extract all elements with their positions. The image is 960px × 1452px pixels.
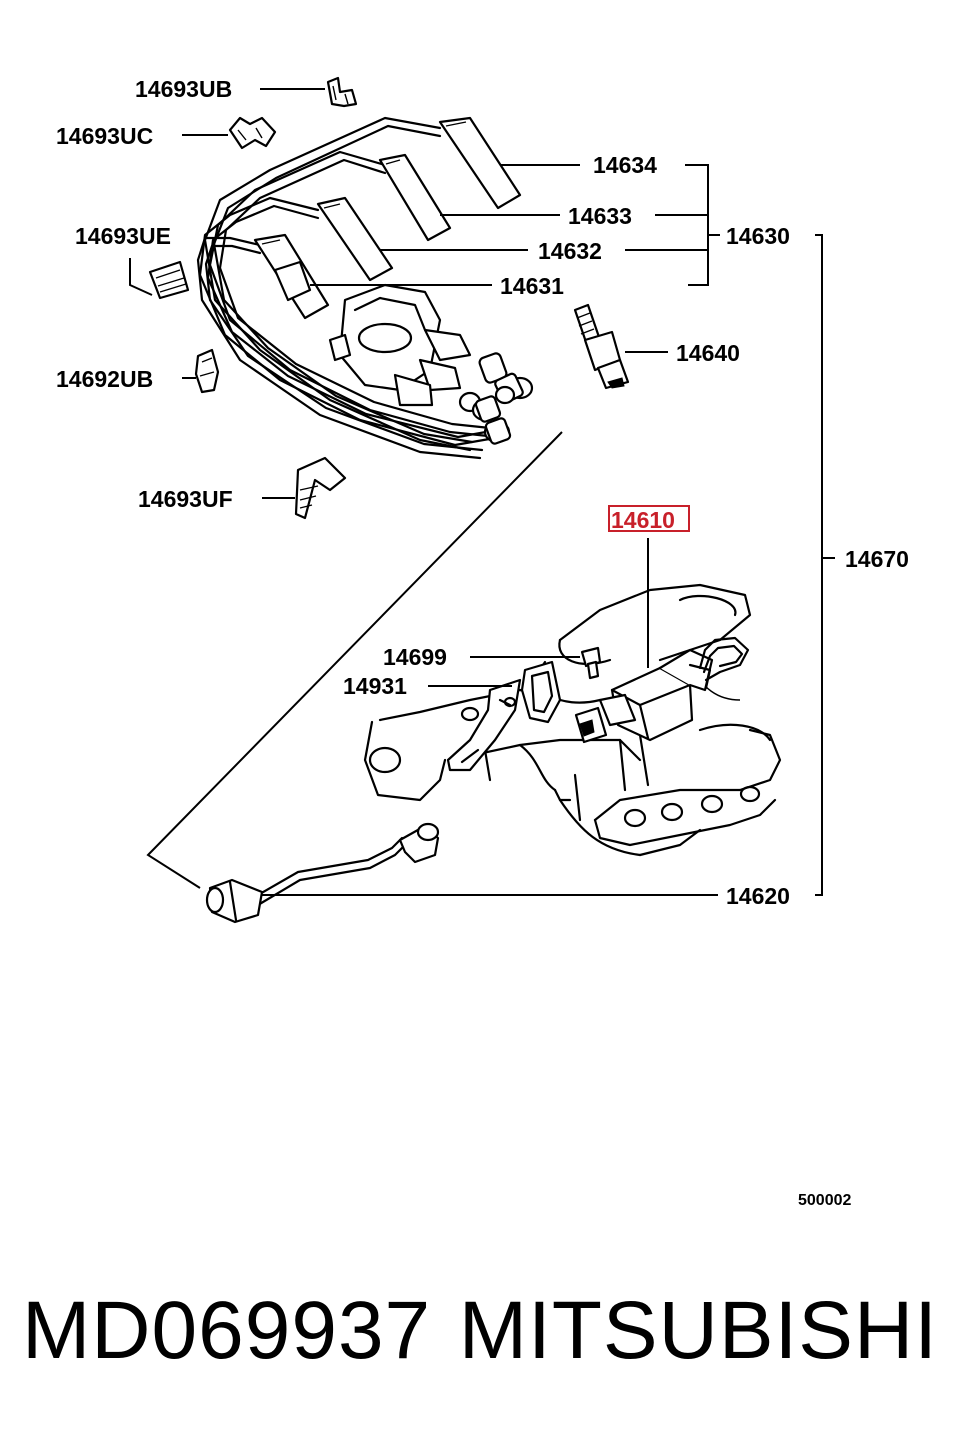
- wire-clamp-14693UE: [148, 260, 190, 300]
- ignition-coil-14610: [574, 636, 750, 744]
- brand-name: MITSUBISHI: [458, 1285, 938, 1376]
- spark-plug-14640: [573, 303, 630, 390]
- callout-14693UC: 14693UC: [56, 123, 153, 149]
- coil-bracket-14931: [446, 660, 562, 772]
- diagram-reference-number: 500002: [798, 1192, 851, 1209]
- callout-14693UF: 14693UF: [138, 486, 233, 512]
- wire-clamp-14693UF: [294, 456, 347, 520]
- callout-14670: 14670: [845, 546, 909, 572]
- callout-labels: 14693UB 14693UC 14693UE 14692UB 14693UF …: [56, 76, 909, 1209]
- coil-wire-14620: [205, 822, 440, 924]
- wire-clamp-14693UB: [326, 76, 358, 108]
- callout-14630: 14630: [726, 223, 790, 249]
- part-number: MD069937: [22, 1285, 432, 1376]
- callout-14631: 14631: [500, 273, 564, 299]
- callout-14693UB: 14693UB: [135, 76, 232, 102]
- callout-14633: 14633: [568, 203, 632, 229]
- callout-14693UE: 14693UE: [75, 223, 171, 249]
- wire-clamp-14692UB: [194, 348, 220, 394]
- callout-14692UB: 14692UB: [56, 366, 153, 392]
- wire-clamp-14693UC: [228, 116, 277, 150]
- callout-14632: 14632: [538, 238, 602, 264]
- callout-14931: 14931: [343, 673, 407, 699]
- callout-14620: 14620: [726, 883, 790, 909]
- spark-plug-wire-set: [196, 116, 534, 460]
- callout-14699: 14699: [383, 644, 447, 670]
- intake-manifold: [363, 583, 782, 857]
- callout-14640: 14640: [676, 340, 740, 366]
- bolt-14699: [580, 646, 602, 680]
- highlight-box: [608, 505, 690, 532]
- callout-14610-highlighted[interactable]: 14610: [611, 507, 675, 533]
- leader-lines: [129, 88, 835, 896]
- callout-14634: 14634: [593, 152, 657, 178]
